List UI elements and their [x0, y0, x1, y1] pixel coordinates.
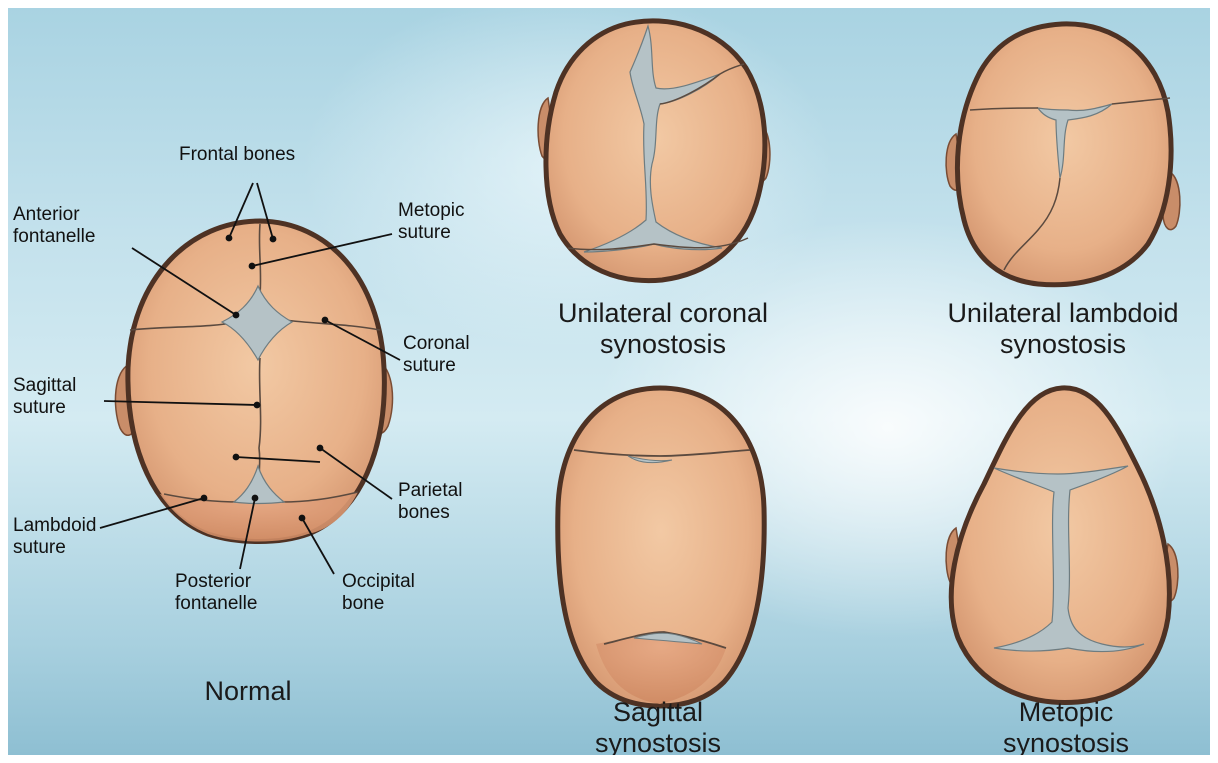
unilateral-lambdoid-skull — [946, 24, 1180, 285]
sagittal-suture-label: Sagittal suture — [13, 375, 76, 419]
unilateral-lambdoid-title: Unilateral lambdoid synostosis — [918, 298, 1208, 360]
normal-title: Normal — [148, 676, 348, 707]
metopic-suture-label: Metopic suture — [398, 200, 465, 244]
normal-skull — [100, 183, 400, 574]
posterior-fontanelle-label: Posterior fontanelle — [175, 571, 257, 615]
parietal-bones-label: Parietal bones — [398, 480, 462, 524]
anterior-fontanelle-label: Anterior fontanelle — [13, 204, 95, 248]
unilateral-lambdoid-outline — [957, 24, 1171, 285]
skull-diagrams — [8, 8, 1210, 755]
illustration: Frontal bones Anterior fontanelle Metopi… — [8, 8, 1210, 755]
frontal-bones-label: Frontal bones — [179, 144, 295, 166]
coronal-suture-label: Coronal suture — [403, 333, 470, 377]
unilateral-coronal-skull — [538, 21, 770, 281]
sagittal-title: Sagittal synostosis — [528, 697, 788, 755]
metopic-skull — [946, 388, 1178, 703]
sagittal-skull — [558, 388, 765, 706]
lambdoid-suture-label: Lambdoid suture — [13, 515, 96, 559]
metopic-title: Metopic synostosis — [936, 697, 1196, 755]
unilateral-coronal-title: Unilateral coronal synostosis — [508, 298, 818, 360]
occipital-bone-label: Occipital bone — [342, 571, 415, 615]
